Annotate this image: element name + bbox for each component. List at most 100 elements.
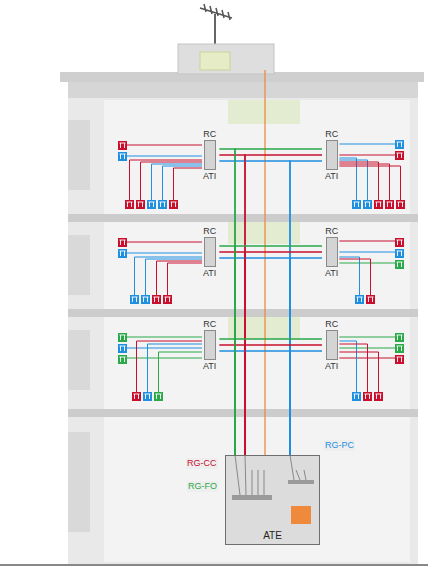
balcony xyxy=(68,432,90,532)
cable-line xyxy=(290,258,322,455)
cable-line xyxy=(235,149,322,455)
outlet-wire xyxy=(141,162,203,200)
box-label: RC xyxy=(325,318,338,330)
box-label: RC xyxy=(203,128,216,140)
outlet-mark xyxy=(120,346,126,351)
outlet-wire xyxy=(339,166,400,200)
outlet-mark xyxy=(397,142,403,147)
balcony xyxy=(68,330,90,390)
outlet-socket xyxy=(118,344,127,353)
cable-line xyxy=(235,339,322,455)
outlet-wire xyxy=(339,144,395,145)
outlet-wire xyxy=(339,263,395,264)
cable-line xyxy=(219,161,290,455)
outlet-socket xyxy=(396,200,405,209)
outlet-mark xyxy=(397,346,403,351)
outlet-wire xyxy=(157,261,203,295)
outlet-mark xyxy=(120,154,126,159)
balcony xyxy=(68,235,90,295)
outlet-socket xyxy=(136,200,145,209)
outlet-mark xyxy=(138,202,144,207)
outlet-socket xyxy=(154,392,163,401)
terminal-block xyxy=(204,237,216,267)
patch-panel xyxy=(288,480,314,484)
registration-box: RCATI xyxy=(322,128,341,182)
outlet-wire xyxy=(339,259,370,295)
outlet-mark xyxy=(357,297,363,302)
outlet-socket xyxy=(374,200,383,209)
outlet-mark xyxy=(145,394,151,399)
outlet-mark xyxy=(354,202,360,207)
outlet-mark xyxy=(149,202,155,207)
room-label: ATE xyxy=(263,530,282,542)
outlet-socket xyxy=(169,200,178,209)
outlet-mark xyxy=(143,297,149,302)
outlet-mark xyxy=(376,202,382,207)
outlet-socket xyxy=(395,151,404,160)
outlet-mark xyxy=(365,202,371,207)
outlet-socket xyxy=(363,200,372,209)
outlet-wire xyxy=(174,168,203,200)
box-label: ATI xyxy=(203,360,216,372)
outlet-wire xyxy=(339,241,395,242)
terminal-block xyxy=(326,140,338,170)
cable-label: RG-PC xyxy=(324,440,355,451)
outlet-wire xyxy=(339,337,395,338)
floor-area xyxy=(104,317,410,409)
terminal-block xyxy=(326,330,338,360)
outlet-mark xyxy=(397,251,403,256)
outlet-wire xyxy=(127,145,202,146)
box-label: ATI xyxy=(203,170,216,182)
patch-fan xyxy=(235,455,306,495)
outlet-wire xyxy=(146,259,203,295)
floor-area xyxy=(104,100,410,214)
outlet-mark xyxy=(154,297,160,302)
cable-line xyxy=(245,155,322,455)
outlet-mark xyxy=(376,394,382,399)
cable-line xyxy=(219,351,290,455)
outlet-socket xyxy=(130,295,139,304)
cable-label: RG-CC xyxy=(186,458,218,469)
ground-line xyxy=(0,564,428,566)
outlet-socket xyxy=(143,392,152,401)
outlet-socket xyxy=(352,392,361,401)
floor-slab xyxy=(68,214,418,222)
registration-box: RCATI xyxy=(200,225,219,279)
outlet-mark xyxy=(120,335,126,340)
registration-box: RCATI xyxy=(322,225,341,279)
outlet-socket xyxy=(385,200,394,209)
outlet-wire xyxy=(339,341,356,392)
outlet-mark xyxy=(120,251,126,256)
riser-cable xyxy=(219,149,290,455)
outlet-socket xyxy=(395,333,404,342)
outlet-mark xyxy=(368,297,374,302)
outlet-socket xyxy=(118,152,127,161)
floor-area xyxy=(104,222,410,309)
outlet-mark xyxy=(134,394,140,399)
building-body xyxy=(68,82,418,565)
riser-register xyxy=(228,222,300,244)
outlet-socket xyxy=(118,333,127,342)
outlet-wire xyxy=(127,253,202,254)
outlet-mark xyxy=(156,394,162,399)
outlet-socket xyxy=(355,295,364,304)
outlet-wire xyxy=(339,344,367,392)
registration-box: RCATI xyxy=(322,318,341,372)
cable-line xyxy=(290,351,322,455)
floor-area xyxy=(104,417,410,562)
balcony xyxy=(68,120,90,190)
outlet-mark xyxy=(132,297,138,302)
roof-enclosure xyxy=(200,52,230,70)
outlet-wire xyxy=(127,156,202,157)
outlet-wire xyxy=(339,257,359,295)
outlet-wire xyxy=(339,155,395,156)
outlet-wire xyxy=(135,257,203,295)
outlet-socket xyxy=(395,355,404,364)
box-label: RC xyxy=(203,318,216,330)
riser-cable xyxy=(219,246,290,455)
cable-line xyxy=(290,161,322,455)
antenna xyxy=(200,4,232,20)
cable-line xyxy=(219,258,290,455)
riser-register xyxy=(228,100,300,124)
outlet-socket xyxy=(141,295,150,304)
